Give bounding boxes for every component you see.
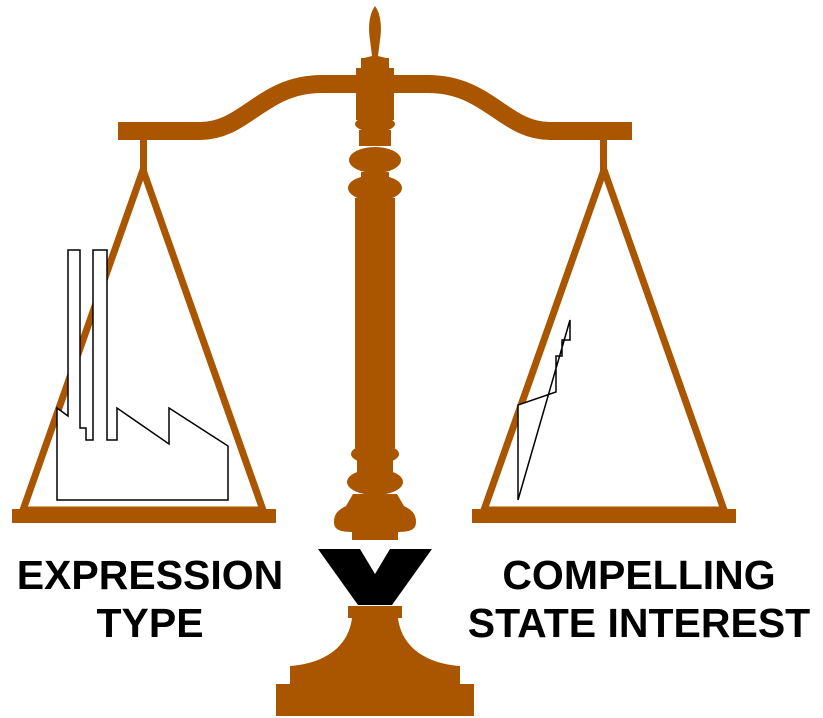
- compelling-state-interest-label-line2: STATE INTEREST: [467, 600, 811, 646]
- right-hanger: [600, 138, 607, 172]
- factory-icon: [56, 249, 229, 501]
- right-pan-base: [472, 509, 736, 523]
- compelling-state-interest-label-line1: COMPELLING: [502, 552, 776, 598]
- finial: [364, 6, 386, 62]
- central-column: [276, 58, 474, 716]
- expression-type-label: EXPRESSION TYPE: [0, 551, 300, 647]
- expression-type-label-line1: EXPRESSION: [16, 552, 284, 598]
- beam-end-right: [620, 122, 632, 140]
- capitol-building-icon: [517, 319, 571, 501]
- left-hanger: [140, 138, 147, 172]
- expression-type-label-line2: TYPE: [96, 600, 204, 646]
- beam-end-left: [118, 122, 130, 140]
- compelling-state-interest-label: COMPELLING STATE INTEREST: [455, 551, 823, 647]
- v-letter-badge: [318, 549, 432, 605]
- left-pan-base: [12, 509, 276, 523]
